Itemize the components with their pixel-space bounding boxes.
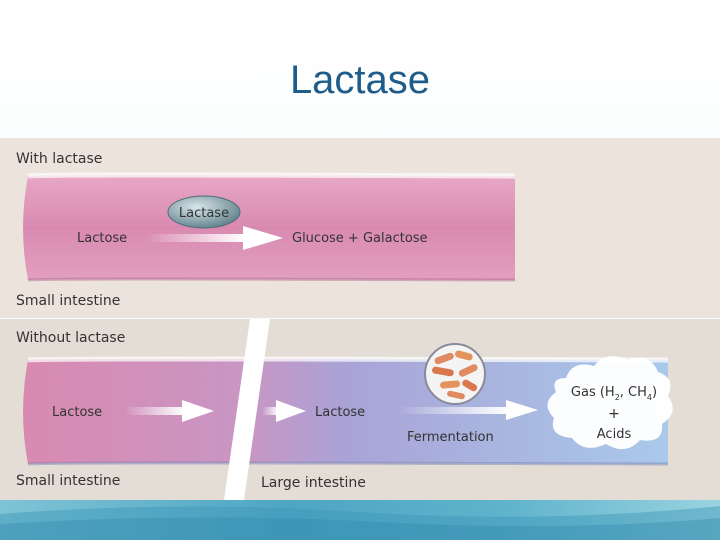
products-label: Glucose + Galactose (292, 231, 428, 246)
fermentation-label: Fermentation (407, 430, 494, 445)
acids-label: Acids (597, 427, 632, 442)
footer-band (0, 500, 720, 540)
lactose-label-top: Lactose (77, 231, 127, 246)
small-intestine-label-bottom: Small intestine (16, 473, 120, 489)
small-intestine-tube-top (23, 175, 515, 280)
without-lactase-heading: Without lactase (16, 330, 125, 346)
with-lactase-heading: With lactase (16, 151, 102, 167)
plus-sign: + (608, 406, 620, 422)
arrow-small-intestine (124, 400, 214, 422)
lactose-label-large: Lactose (315, 405, 365, 420)
arrow-large-intestine (262, 400, 306, 422)
bacteria-icon (424, 343, 486, 405)
intestine-divider (224, 319, 270, 500)
gas-label: Gas (H2, CH4) (571, 385, 657, 402)
enzyme-label: Lactase (179, 206, 229, 221)
gas-cloud (547, 356, 673, 450)
lactose-label-small: Lactose (52, 405, 102, 420)
slide-title: Lactase (289, 58, 431, 102)
fermentation-arrow (398, 400, 538, 420)
reaction-arrow-top (145, 226, 283, 250)
footer-wave (0, 506, 720, 540)
lactase-enzyme (167, 195, 241, 229)
lactase-diagram: With lactase Lactase Lactose Glucose + G… (0, 138, 720, 500)
intestine-tube-bottom (23, 359, 668, 464)
small-intestine-label-top: Small intestine (16, 293, 120, 309)
large-intestine-label: Large intestine (261, 475, 366, 491)
